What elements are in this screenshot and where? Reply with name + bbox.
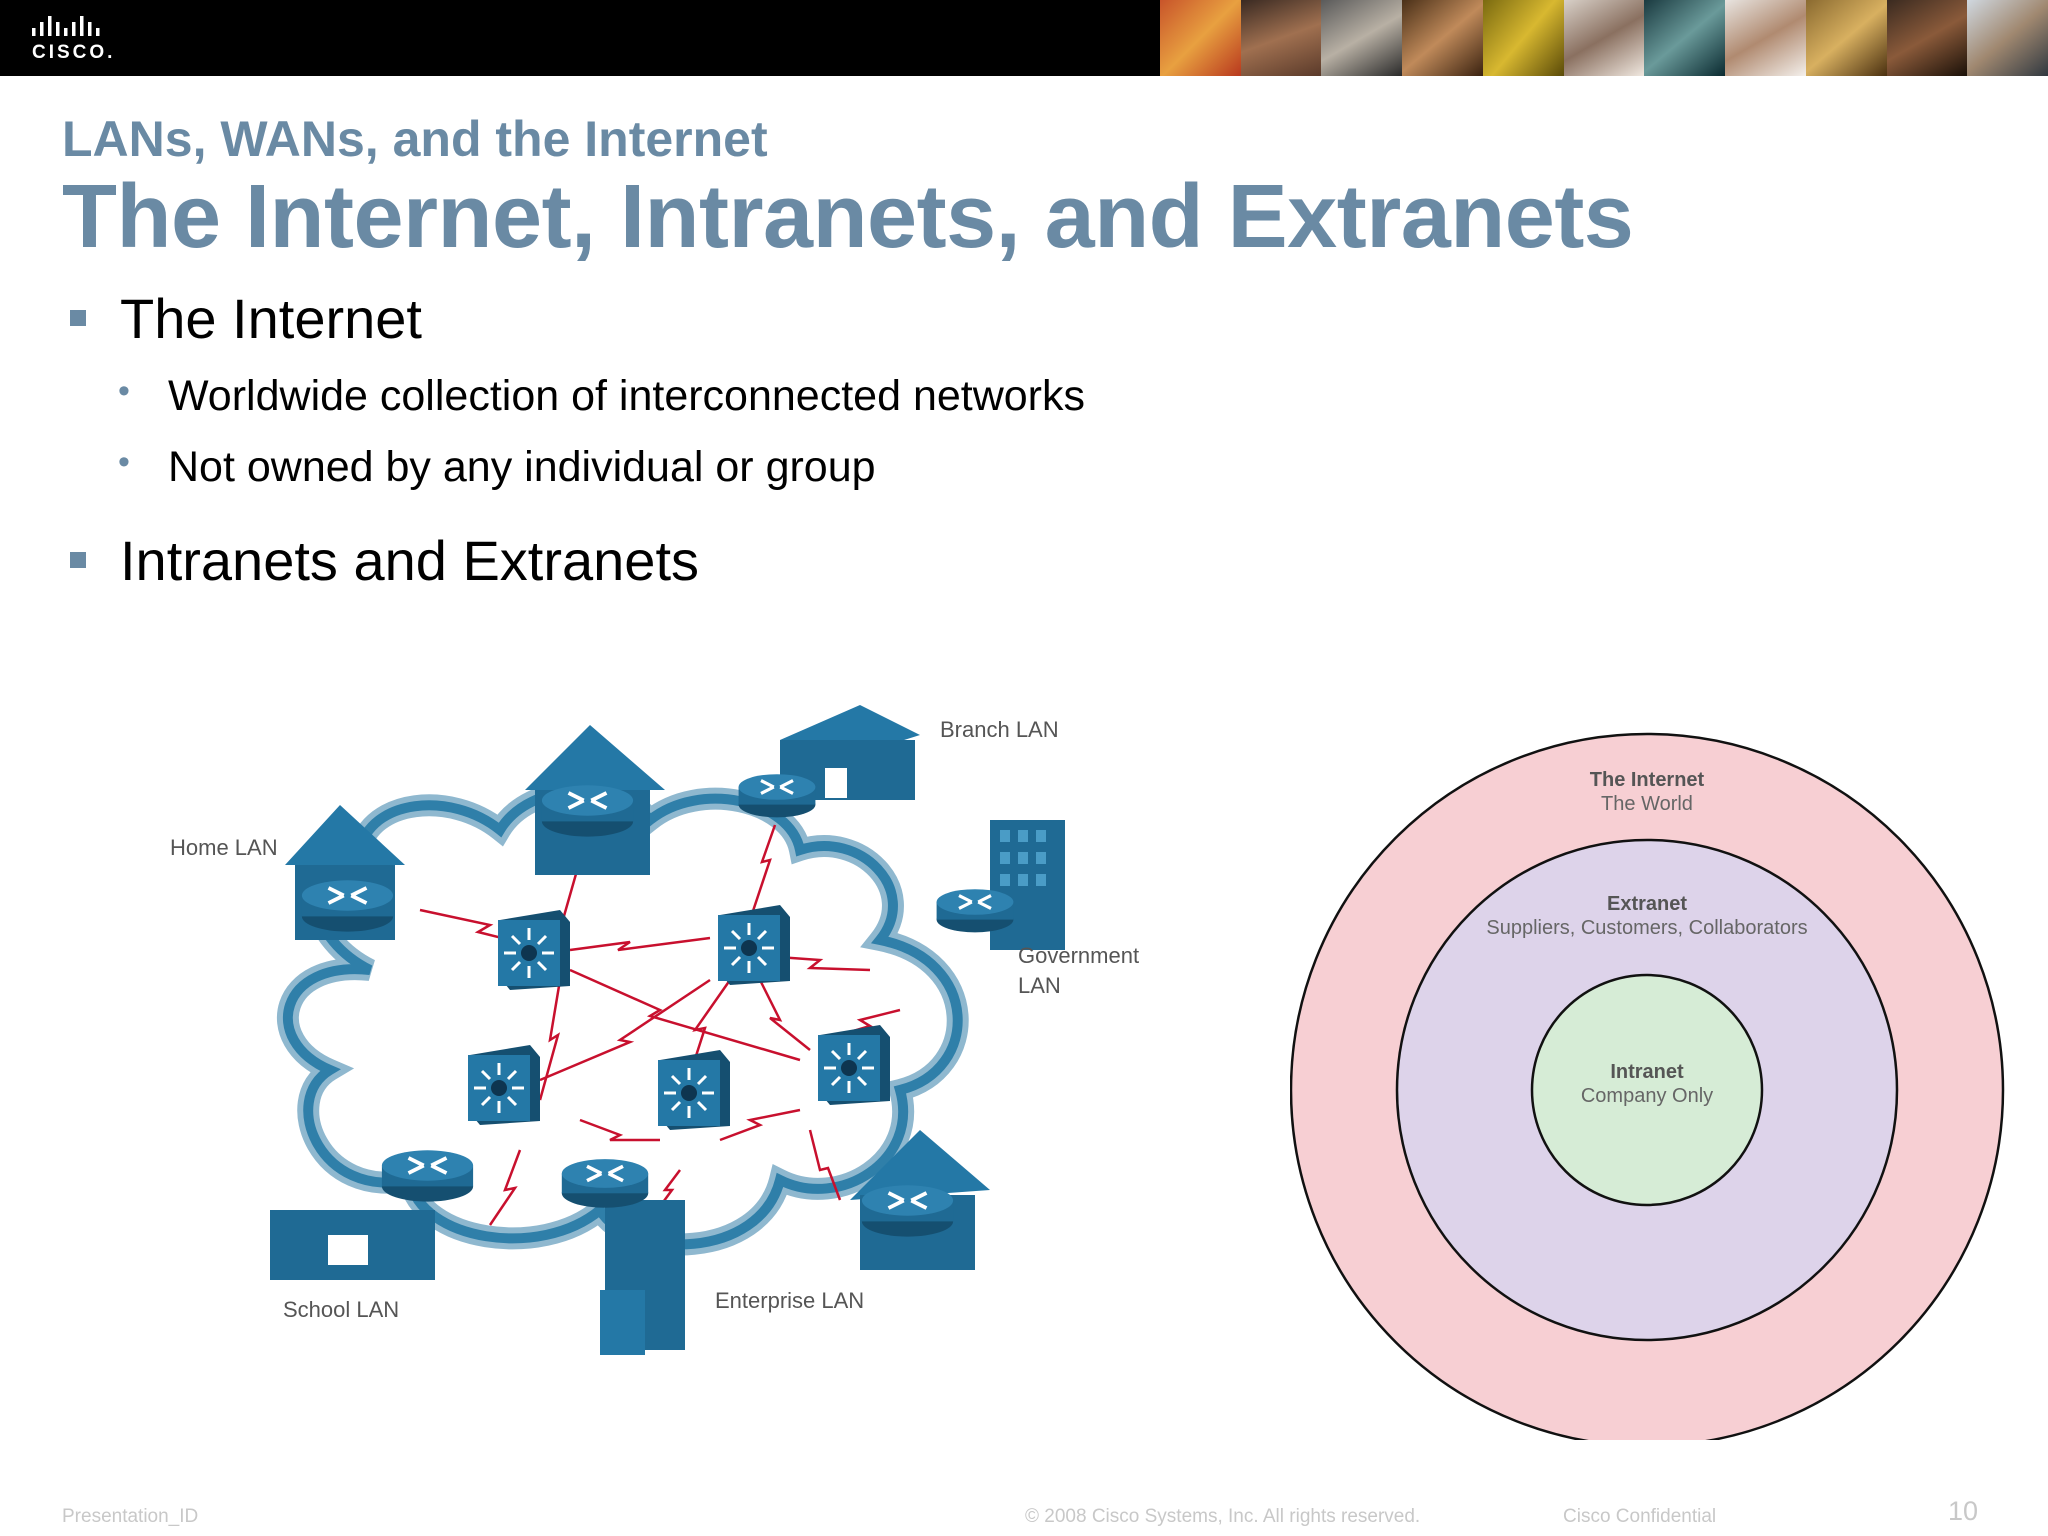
- internet-title: The Internet: [1590, 769, 1705, 791]
- photo-tile: [1482, 0, 1564, 76]
- photo-tile: [1644, 0, 1726, 76]
- router-icon: [860, 1183, 955, 1239]
- router-icon: [540, 783, 635, 839]
- cisco-bridge-icon: [32, 16, 100, 36]
- government-lan-building-icon: [990, 820, 1065, 950]
- intranet-circle: [1530, 973, 1764, 1207]
- photo-tile: [1886, 0, 1968, 76]
- photo-tile: [1240, 0, 1322, 76]
- footer-presentation-id: Presentation_ID: [62, 1506, 199, 1527]
- page-number: 10: [1948, 1496, 1979, 1526]
- photo-tile: [1805, 0, 1887, 76]
- switch-icon: [466, 1045, 540, 1125]
- router-icon: [560, 1157, 650, 1210]
- switch-icon: [496, 910, 570, 990]
- extranet-subtitle: Suppliers, Customers, Collaborators: [1486, 917, 1807, 939]
- ring-diagram: The Internet The World Extranet Supplier…: [1290, 732, 2005, 1440]
- square-bullet-icon: [70, 552, 86, 568]
- intranet-subtitle: Company Only: [1581, 1085, 1713, 1107]
- photo-tile: [1402, 0, 1483, 76]
- extranet-title: Extranet: [1607, 893, 1687, 915]
- switch-icon: [716, 905, 790, 985]
- header-photo-strip: [1160, 0, 2048, 76]
- enterprise-lan-building-icon: [600, 1200, 685, 1355]
- router-icon: [935, 887, 1015, 935]
- photo-tile: [1967, 0, 2048, 76]
- intranet-title: Intranet: [1610, 1061, 1684, 1083]
- switch-icon: [816, 1025, 890, 1105]
- slide-title: The Internet, Intranets, and Extranets: [62, 167, 1634, 267]
- router-icon: [380, 1148, 475, 1204]
- header-bar: CISCO.: [0, 0, 2048, 76]
- enterprise-lan-label: Enterprise LAN: [715, 1288, 864, 1313]
- photo-tile: [1321, 0, 1403, 76]
- internet-subtitle: The World: [1601, 793, 1693, 815]
- router-icon: [737, 772, 817, 820]
- home-lan-label: Home LAN: [170, 835, 278, 860]
- footer-copyright: © 2008 Cisco Systems, Inc. All rights re…: [1025, 1506, 1421, 1527]
- switch-icon: [656, 1050, 730, 1130]
- photo-tile: [1725, 0, 1806, 76]
- photo-tile: [1563, 0, 1645, 76]
- router-icon: [300, 878, 395, 934]
- footer-confidential: Cisco Confidential: [1563, 1506, 1717, 1527]
- government-lan-label: LAN: [1018, 973, 1061, 998]
- branch-lan-label: Branch LAN: [940, 717, 1059, 742]
- dot-bullet-icon: •: [118, 372, 130, 410]
- network-diagram: Home LAN Branch LAN Government LAN Schoo…: [170, 705, 1139, 1355]
- school-lan-label: School LAN: [283, 1297, 399, 1322]
- dot-bullet-icon: •: [118, 443, 130, 481]
- government-lan-label: Government: [1018, 943, 1139, 968]
- square-bullet-icon: [70, 310, 86, 326]
- cisco-wordmark: CISCO.: [32, 42, 116, 63]
- section-title: LANs, WANs, and the Internet: [62, 111, 768, 167]
- school-lan-building-icon: [270, 1210, 435, 1280]
- photo-tile: [1160, 0, 1241, 76]
- cisco-logo: CISCO.: [32, 14, 122, 64]
